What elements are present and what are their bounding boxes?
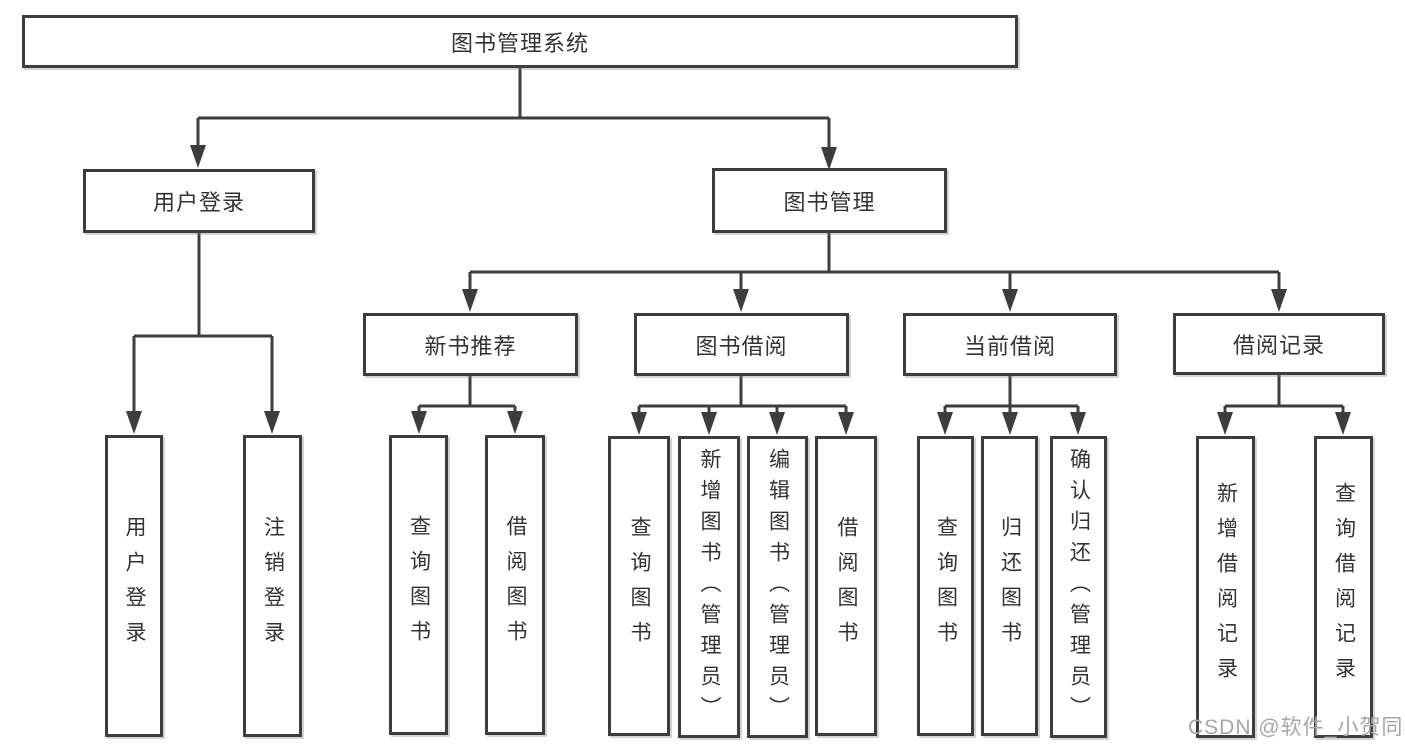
node-library-system: 图书管理系统 bbox=[22, 15, 1018, 68]
leaf-add-borrow-record: 新增借阅记录 bbox=[1196, 436, 1255, 738]
leaf-query-borrow-record: 查询借阅记录 bbox=[1314, 436, 1373, 738]
leaf-borrow-book-recommend: 借阅图书 bbox=[485, 435, 545, 735]
leaf-add-book-admin: 新增图书（管理员） bbox=[678, 436, 740, 738]
leaf-edit-book-admin: 编辑图书（管理员） bbox=[747, 436, 808, 738]
node-borrow-records: 借阅记录 bbox=[1173, 313, 1385, 375]
csdn-watermark: CSDN @软件_小贺同学 bbox=[1188, 716, 1405, 739]
leaf-query-book-recommend: 查询图书 bbox=[389, 435, 448, 735]
leaf-confirm-return-admin: 确认归还（管理员） bbox=[1050, 436, 1107, 738]
leaf-borrow-book: 借阅图书 bbox=[815, 436, 877, 736]
node-current-borrow: 当前借阅 bbox=[903, 313, 1117, 376]
node-user-login: 用户登录 bbox=[83, 169, 315, 233]
leaf-return-book: 归还图书 bbox=[981, 436, 1038, 736]
leaf-logout: 注销登录 bbox=[243, 435, 302, 737]
leaf-user-login: 用户登录 bbox=[105, 435, 163, 737]
node-new-book-recommend: 新书推荐 bbox=[363, 313, 578, 376]
node-book-management: 图书管理 bbox=[712, 168, 947, 233]
leaf-query-book-borrow: 查询图书 bbox=[608, 436, 670, 736]
leaf-query-book-current: 查询图书 bbox=[917, 436, 974, 736]
node-book-borrow: 图书借阅 bbox=[634, 313, 849, 376]
